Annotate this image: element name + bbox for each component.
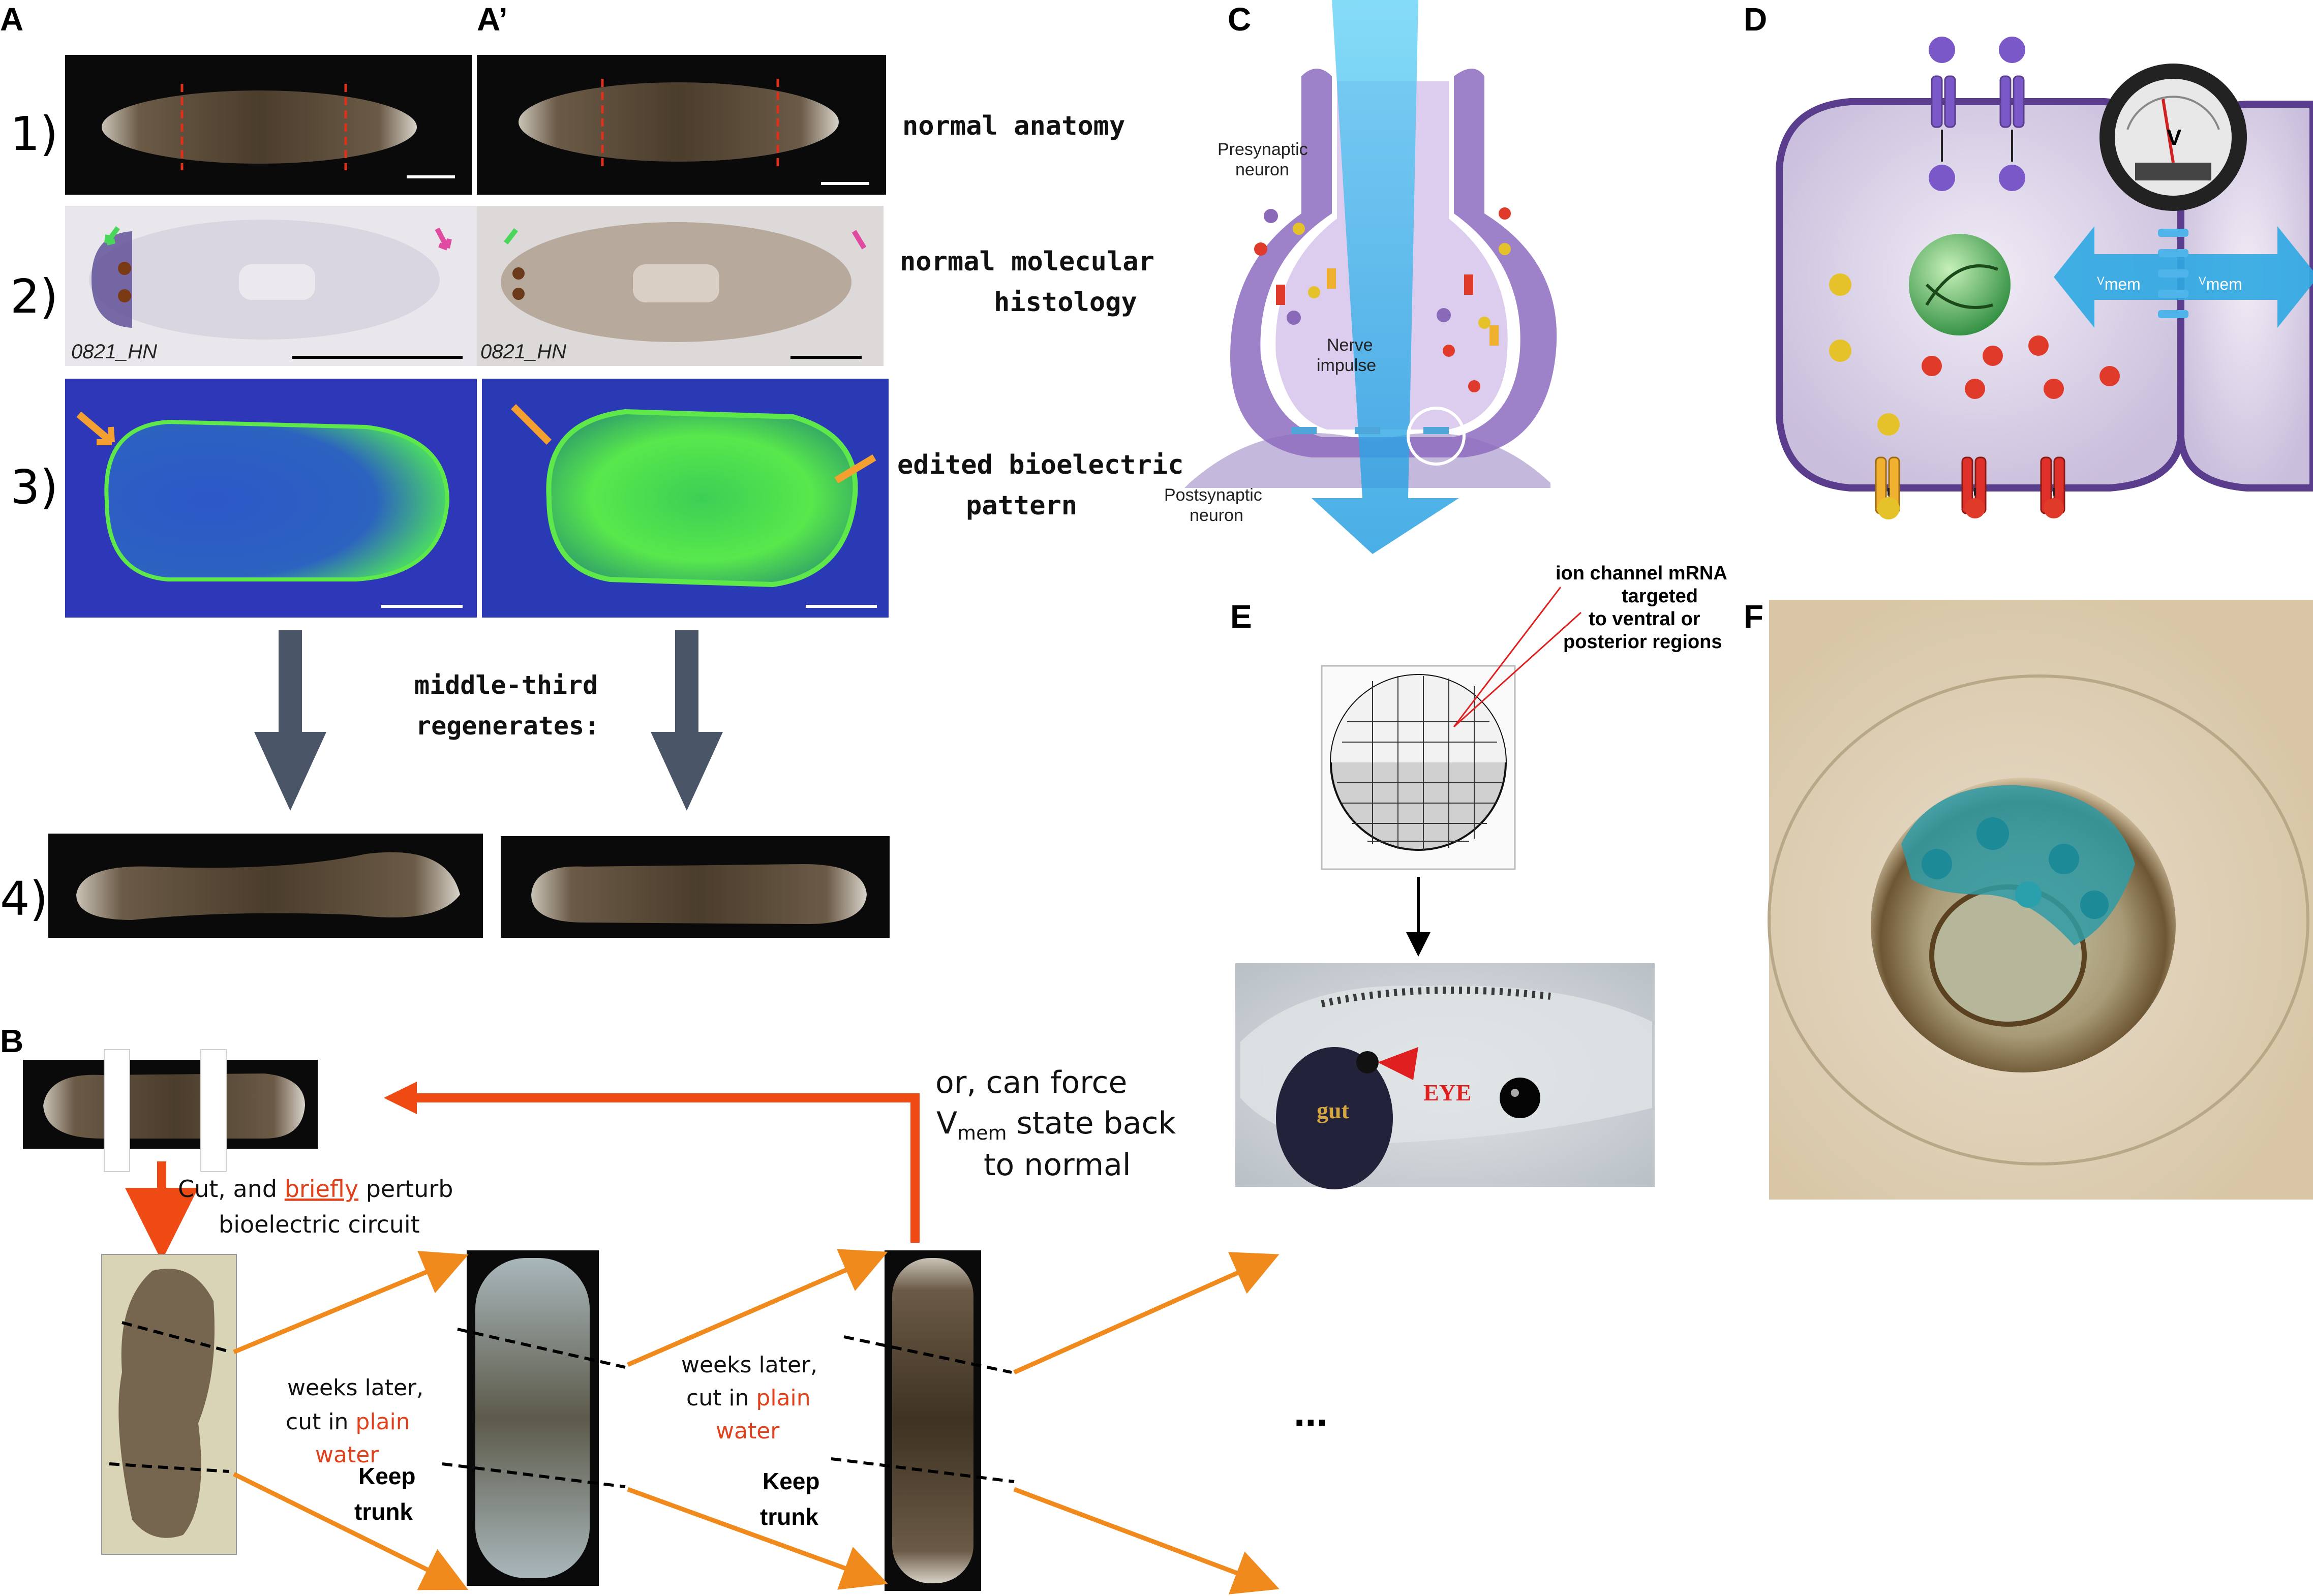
row1-image-a-prime — [477, 55, 886, 195]
b-force-text-2: Vmem state back — [936, 1106, 1176, 1144]
row2-image-a-prime: 0821_HN — [477, 206, 884, 366]
panel-label-f: F — [1744, 598, 1763, 635]
panel-label-d: D — [1744, 1, 1767, 38]
row4-image-a — [48, 834, 483, 938]
row1-image-a — [65, 55, 472, 195]
c-presynaptic-2: neuron — [1235, 160, 1289, 179]
d-meter-v: V — [2167, 125, 2182, 150]
b-water-text-2: water — [716, 1418, 780, 1444]
caption-normal-anatomy: normal anatomy — [902, 111, 1125, 141]
row-label-2: 2) — [10, 269, 58, 324]
caption-bioelectric-1: edited bioelectric — [897, 450, 1184, 480]
e-note-3: to ventral or — [1589, 608, 1700, 630]
e-tadpole-image — [1235, 963, 1655, 1189]
b-trunk-text-2: trunk — [760, 1503, 818, 1530]
d-vmem-right: Vmem — [2199, 274, 2242, 293]
regen-arrow-a-prime — [651, 630, 723, 811]
d-vmem-left: Vmem — [2097, 274, 2141, 293]
row2-image-a: 0821_HN — [65, 206, 477, 366]
b-force-text-1: or, can force — [935, 1065, 1127, 1100]
row-label-3: 3) — [10, 460, 58, 514]
b-force-text-3: to normal — [984, 1147, 1131, 1183]
histology-tag-a-prime: 0821_HN — [480, 341, 566, 363]
d-cell-illustration — [1776, 37, 2313, 519]
b-weeks-text-2: weeks later, — [681, 1352, 817, 1378]
b-stage1-worm — [101, 1254, 237, 1555]
b-weeks-text-1: weeks later, — [287, 1375, 423, 1401]
c-presynaptic-1: Presynaptic — [1218, 140, 1308, 159]
b-stage2-worm — [442, 1250, 626, 1586]
panel-label-b: B — [0, 1023, 23, 1059]
c-postsynaptic-2: neuron — [1190, 506, 1243, 525]
b-stage3-worm — [831, 1250, 1015, 1591]
regen-arrow-a — [254, 630, 326, 811]
panel-label-a: A — [0, 1, 23, 38]
histology-tag-a: 0821_HN — [71, 341, 157, 363]
f-embryo-image — [1768, 600, 2313, 1200]
b-trunk-text-1: trunk — [354, 1498, 413, 1525]
caption-bioelectric-2: pattern — [966, 490, 1077, 521]
e-embryo-sketch — [1321, 587, 1582, 870]
e-gut-label: gut — [1317, 1097, 1350, 1123]
caption-histology-1: normal molecular — [900, 247, 1154, 277]
e-eye-label: EYE — [1423, 1080, 1472, 1106]
b-ellipsis: ... — [1294, 1389, 1328, 1434]
row4-image-a-prime — [501, 836, 890, 938]
b-start-worm — [23, 1049, 318, 1172]
b-keep-text-2: Keep — [763, 1468, 819, 1494]
row-label-1: 1) — [10, 107, 58, 161]
c-nerve-1: Nerve — [1327, 335, 1373, 355]
b-cutin-text-1: cut in plain — [286, 1409, 410, 1435]
row3-image-a — [65, 379, 477, 618]
b-return-line — [407, 1093, 920, 1243]
b-water-text-1: water — [315, 1442, 379, 1468]
panel-label-e: E — [1230, 598, 1252, 635]
b-cut-text-2: bioelectric circuit — [219, 1211, 420, 1238]
b-orange-arrows — [233, 1249, 1280, 1594]
b-return-arrowhead — [384, 1082, 417, 1114]
row3-image-a-prime — [482, 379, 889, 618]
panel-label-c: C — [1228, 1, 1251, 38]
e-note-1: ion channel mRNA — [1556, 563, 1727, 584]
e-note-4: posterior regions — [1563, 631, 1722, 653]
c-nerve-2: impulse — [1317, 356, 1376, 375]
row-label-4: 4) — [0, 872, 48, 926]
panel-label-a-prime: A’ — [477, 1, 507, 38]
b-cut-text-1: Cut, and briefly perturb — [178, 1175, 453, 1203]
b-keep-text-1: Keep — [358, 1463, 415, 1489]
c-synapse-illustration — [1184, 0, 1557, 554]
caption-regen-2: regenerates: — [416, 711, 599, 741]
e-note-2: targeted — [1622, 586, 1698, 607]
caption-regen-1: middle-third — [414, 670, 598, 700]
b-cutin-text-2: cut in plain — [686, 1385, 811, 1411]
caption-histology-2: histology — [994, 287, 1137, 318]
c-postsynaptic-1: Postsynaptic — [1164, 485, 1262, 505]
